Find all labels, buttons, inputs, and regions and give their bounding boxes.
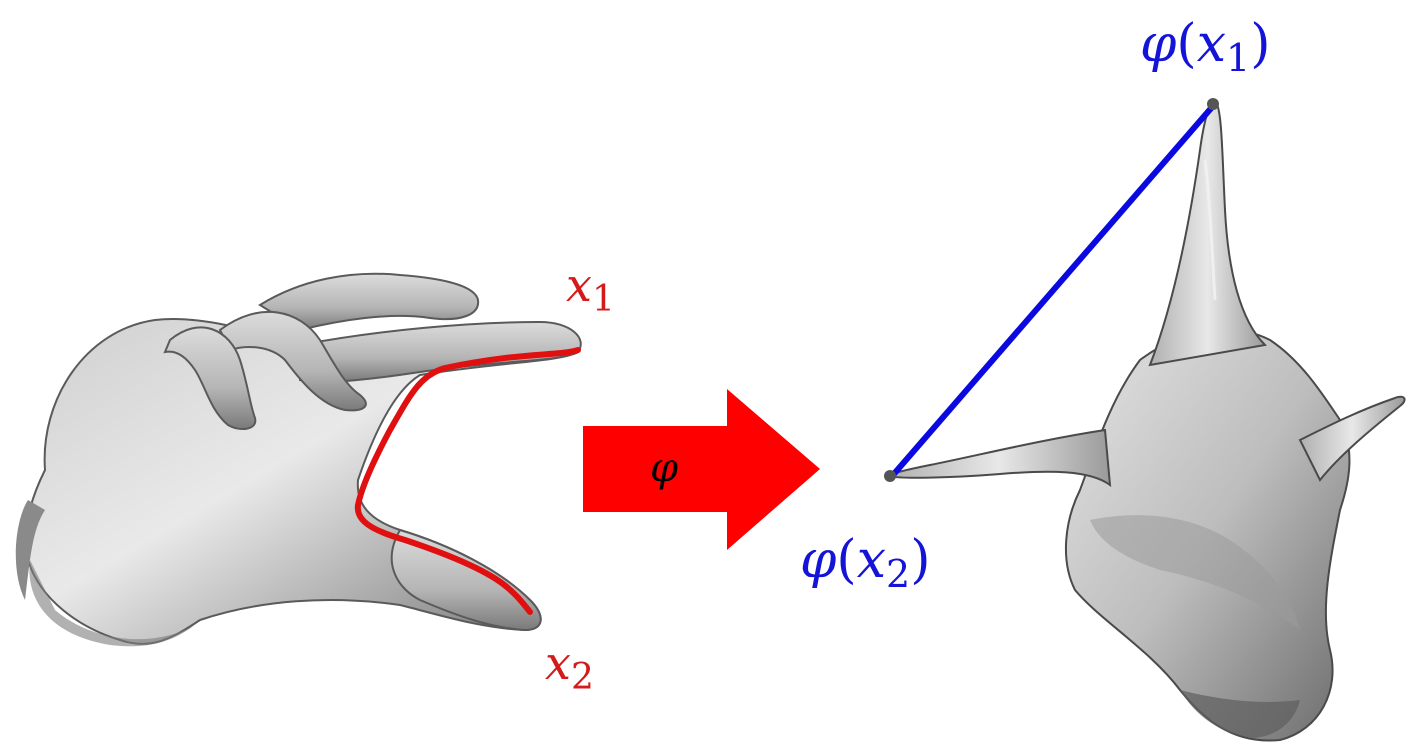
phi-x2-point bbox=[884, 470, 896, 482]
arrow-label-phi: φ bbox=[650, 448, 678, 488]
phi-x1-point bbox=[1207, 98, 1219, 110]
label-x2: x2 bbox=[545, 640, 594, 696]
right-arrow-icon bbox=[583, 389, 820, 550]
hand-mesh-icon bbox=[16, 274, 581, 647]
label-x1: x1 bbox=[566, 262, 615, 318]
label-phi-x1: φ(x1) bbox=[1140, 18, 1271, 77]
embedded-mesh-icon bbox=[888, 100, 1405, 741]
label-phi-x2: φ(x2) bbox=[800, 534, 931, 593]
